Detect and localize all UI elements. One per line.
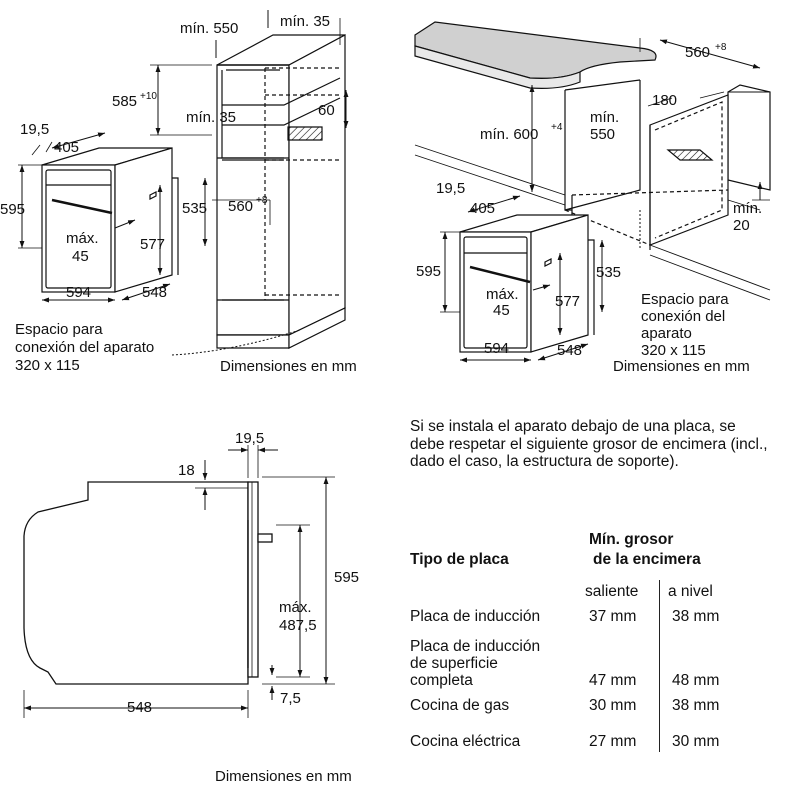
column-divider	[659, 580, 660, 752]
header-min-line1: Mín. grosor	[589, 531, 674, 548]
label-560: 560	[228, 198, 253, 215]
label-7-5: 7,5	[280, 690, 301, 707]
header-type: Tipo de placa	[410, 551, 509, 568]
row-2-type-3: completa	[410, 672, 473, 689]
label-594: 594	[484, 340, 509, 357]
label-45: 45	[72, 248, 89, 265]
label-conn-4: 320 x 115	[641, 342, 706, 359]
row-2-saliente: 47 mm	[589, 672, 637, 689]
row-4-type: Cocina eléctrica	[410, 733, 521, 750]
label-595: 595	[0, 201, 25, 218]
label-min-35-top: mín. 35	[280, 13, 330, 30]
oven-illustration	[41, 147, 179, 293]
panel-under-counter-installation	[414, 21, 771, 363]
label-18: 18	[178, 462, 195, 479]
dimension-lines-bl	[23, 445, 335, 718]
row-3-saliente: 30 mm	[589, 697, 637, 714]
caption-tr: Dimensiones en mm	[613, 358, 750, 375]
panel-tr-labels: 560 +8 mín. 550 180 mín. 600 +4 mín. 20 …	[416, 42, 762, 375]
label-conn-1: Espacio para	[15, 321, 103, 338]
label-548: 548	[127, 699, 152, 716]
label-577: 577	[555, 293, 580, 310]
label-conn-3: aparato	[641, 325, 692, 342]
label-min20-b: 20	[733, 217, 750, 234]
label-min-550: mín. 550	[180, 20, 238, 37]
panel-side-profile	[23, 445, 335, 718]
label-19-5: 19,5	[436, 180, 465, 197]
label-548: 548	[142, 284, 167, 301]
label-min-a: mín.	[590, 109, 619, 126]
dimension-lines	[18, 10, 349, 356]
label-max: máx.	[486, 286, 519, 303]
label-560-sup: +8	[256, 195, 268, 206]
label-60: 60	[318, 102, 335, 119]
label-conn-1: Espacio para	[641, 291, 729, 308]
caption-tl: Dimensiones en mm	[220, 358, 357, 375]
label-conn-3: 320 x 115	[15, 357, 80, 374]
panel-tl-labels: mín. 550 mín. 35 585 +10 mín. 35 60 19,5…	[0, 13, 357, 375]
label-405: 405	[54, 139, 79, 156]
floor-lines	[414, 144, 771, 301]
label-180: 180	[652, 92, 677, 109]
label-max: máx.	[279, 599, 312, 616]
label-max: máx.	[66, 230, 99, 247]
install-note: Si se instala el aparato debajo de una p…	[410, 418, 768, 470]
row-4-saliente: 27 mm	[589, 733, 637, 750]
label-595: 595	[416, 263, 441, 280]
label-conn-2: conexión del aparato	[15, 339, 154, 356]
label-560-sup: +8	[715, 42, 727, 53]
panel-cabinet-installation	[18, 10, 349, 356]
label-594: 594	[66, 284, 91, 301]
label-487-5: 487,5	[279, 617, 317, 634]
label-conn-2: conexión del	[641, 308, 725, 325]
subheader-nivel: a nivel	[668, 583, 713, 600]
label-45: 45	[493, 302, 510, 319]
label-560: 560	[685, 44, 710, 61]
row-1-type: Placa de inducción	[410, 608, 541, 625]
label-585-sup: +10	[140, 91, 157, 102]
row-2-nivel: 48 mm	[672, 672, 720, 689]
label-550: 550	[590, 126, 615, 143]
label-min-600-sup: +4	[551, 122, 563, 133]
dimension-lines-tr	[440, 38, 770, 363]
label-19-5: 19,5	[20, 121, 49, 138]
label-595: 595	[334, 569, 359, 586]
label-535: 535	[596, 264, 621, 281]
tall-cabinet	[216, 33, 346, 349]
countertop	[414, 21, 771, 191]
label-535: 535	[182, 200, 207, 217]
label-548: 548	[557, 342, 582, 359]
row-2-type-1: Placa de inducción	[410, 638, 541, 655]
label-min-35-mid: mín. 35	[186, 109, 236, 126]
row-1-nivel: 38 mm	[672, 608, 720, 625]
row-3-type: Cocina de gas	[410, 697, 510, 714]
base-cabinet	[564, 79, 761, 250]
label-min20-a: mín.	[733, 200, 762, 217]
row-1-saliente: 37 mm	[589, 608, 637, 625]
oven-side-profile	[23, 481, 273, 685]
panel-bl-labels: 19,5 18 595 máx. 487,5 7,5 548 Dimension…	[127, 430, 359, 785]
row-3-nivel: 38 mm	[672, 697, 720, 714]
caption-bl: Dimensiones en mm	[215, 768, 352, 785]
row-2-type-2: de superficie	[410, 655, 498, 672]
label-405: 405	[470, 200, 495, 217]
subheader-saliente: saliente	[585, 583, 639, 600]
oven-illustration-tr	[459, 214, 595, 353]
header-min-line2: de la encimera	[593, 551, 701, 568]
row-4-nivel: 30 mm	[672, 733, 720, 750]
label-577: 577	[140, 236, 165, 253]
label-min-600: mín. 600	[480, 126, 538, 143]
label-19-5: 19,5	[235, 430, 264, 447]
label-585: 585	[112, 93, 137, 110]
